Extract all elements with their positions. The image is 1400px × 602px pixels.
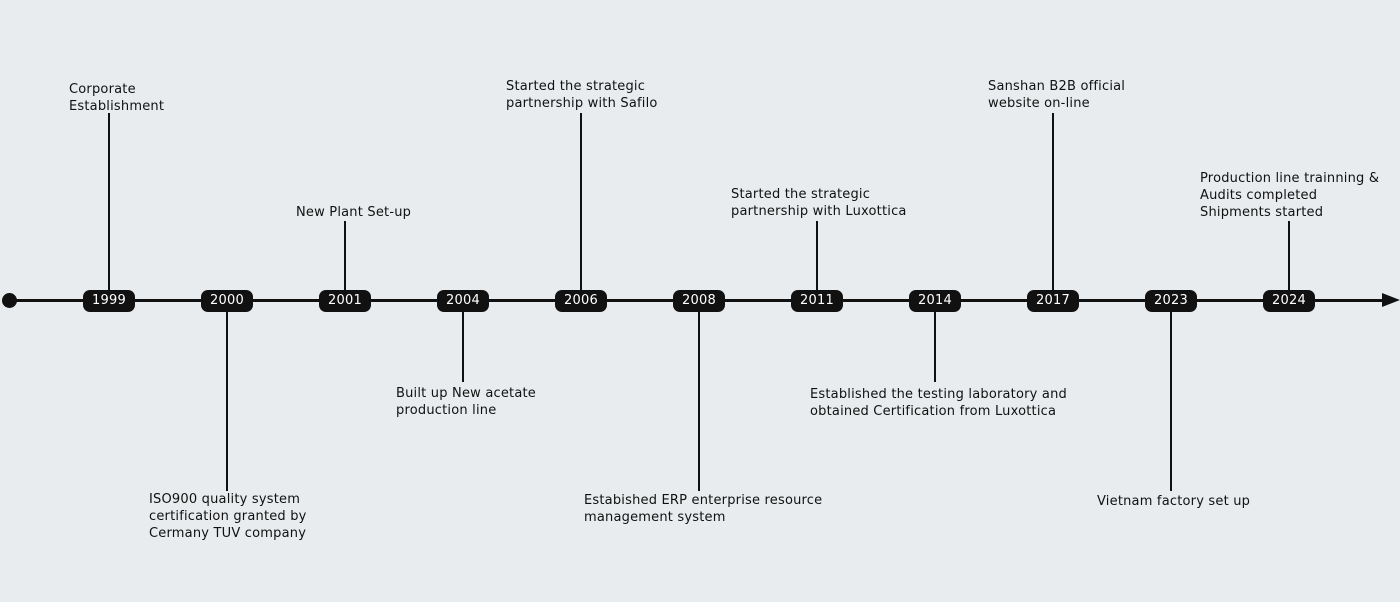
year-badge: 2001 [319, 290, 371, 312]
milestone-label: Production line trainning & Audits compl… [1200, 171, 1380, 220]
milestone-connector [934, 308, 936, 382]
timeline-start-dot [2, 293, 17, 308]
milestone-label: Corporate Establishment [69, 82, 165, 114]
year-badge: 2017 [1027, 290, 1079, 312]
milestone-connector [344, 221, 346, 293]
timeline-arrow-icon [1382, 293, 1400, 307]
year-badge: 2023 [1145, 290, 1197, 312]
year-badge: 2024 [1263, 290, 1315, 312]
year-badge: 1999 [83, 290, 135, 312]
milestone-label: Sanshan B2B official website on-line [988, 79, 1126, 111]
year-badge: 2008 [673, 290, 725, 312]
milestone-label: Vietnam factory set up [1097, 494, 1251, 509]
year-badge: 2014 [909, 290, 961, 312]
milestone-label: Built up New acetate production line [396, 386, 536, 418]
milestone-label: Started the strategic partnership with L… [731, 187, 907, 219]
year-badge: 2006 [555, 290, 607, 312]
milestone-connector [462, 308, 464, 382]
milestone-connector [816, 221, 818, 293]
milestone-connector [1052, 113, 1054, 293]
milestone-connector [226, 308, 228, 491]
milestone-connector [698, 308, 700, 491]
milestone-connector [1170, 308, 1172, 491]
milestone-label: Started the strategic partnership with S… [506, 79, 658, 111]
milestone-connector [580, 113, 582, 293]
milestone-label: ISO900 quality system certification gran… [149, 492, 307, 541]
milestone-connector [1288, 221, 1290, 293]
year-badge: 2000 [201, 290, 253, 312]
milestone-label: Established the testing laboratory and o… [810, 387, 1067, 419]
year-badge: 2004 [437, 290, 489, 312]
milestone-label: New Plant Set-up [296, 205, 412, 220]
milestone-label: Estabished ERP enterprise resource manag… [584, 493, 823, 525]
year-badge: 2011 [791, 290, 843, 312]
milestone-connector [108, 113, 110, 293]
